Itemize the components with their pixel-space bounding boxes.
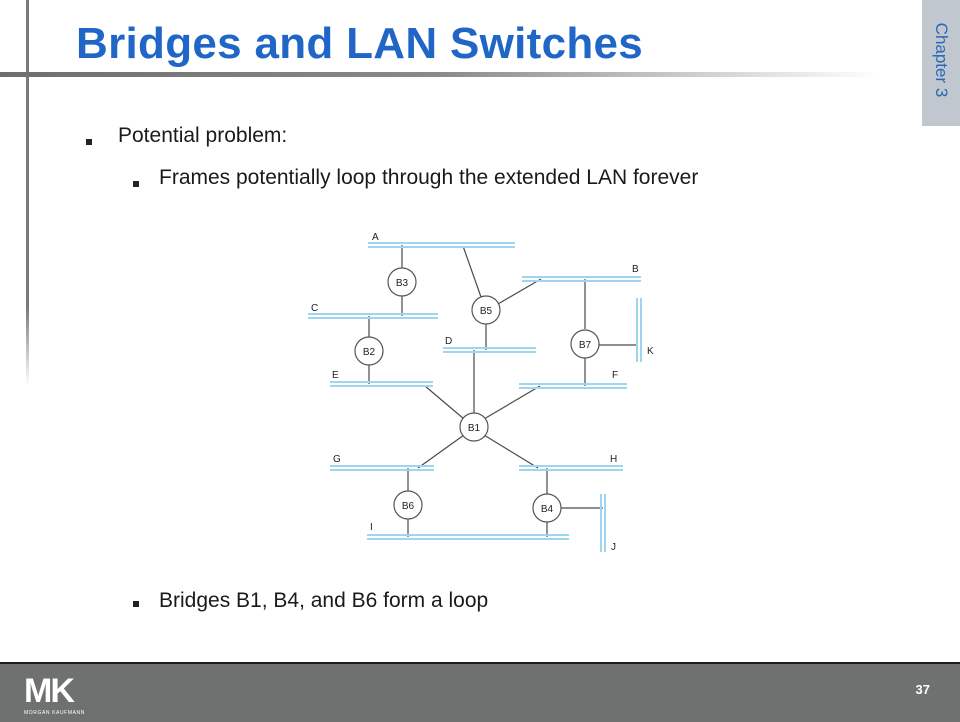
link-b1-e	[424, 385, 465, 420]
bullet-marker	[86, 139, 92, 145]
lan-e	[330, 381, 433, 387]
bullet-item-2: Frames potentially loop through the exte…	[159, 166, 699, 189]
bridge-b1-label: B1	[468, 423, 481, 434]
lan-d	[443, 347, 536, 353]
bullet-marker	[133, 181, 139, 187]
chapter-tab: Chapter 3	[922, 0, 960, 126]
bridge-b3-label: B3	[396, 278, 409, 289]
bridge-b2: B2	[354, 336, 384, 366]
bridge-b7: B7	[570, 329, 600, 359]
link-b1-f	[483, 385, 541, 420]
lan-label-f: F	[612, 370, 618, 381]
lan-i	[367, 534, 569, 540]
bridge-topology-diagram: B3 B5 B7 B2 B1	[300, 222, 660, 562]
bridge-b1: B1	[459, 412, 489, 442]
lan-h	[519, 465, 623, 471]
lan-label-d: D	[445, 336, 452, 347]
logo-mark: MK	[24, 672, 75, 710]
link-b5-a	[462, 245, 482, 298]
link-b1-g	[417, 434, 465, 469]
bridge-b6-label: B6	[402, 501, 415, 512]
bridge-b2-label: B2	[363, 347, 376, 358]
page-number: 37	[915, 682, 930, 697]
lan-label-g: G	[333, 454, 341, 465]
left-accent-bar	[26, 0, 29, 385]
slide-title: Bridges and LAN Switches	[76, 19, 644, 68]
lan-label-a: A	[372, 232, 379, 243]
bridge-b6: B6	[393, 490, 423, 520]
lan-a	[368, 242, 515, 248]
lan-k	[636, 298, 642, 362]
topology-svg: B3 B5 B7 B2 B1	[308, 232, 654, 553]
lan-label-h: H	[610, 454, 617, 465]
lan-j	[600, 494, 606, 552]
bridge-b3: B3	[387, 267, 417, 297]
lan-label-i: I	[370, 522, 373, 533]
lan-f	[519, 383, 627, 389]
bullet-item-3: Bridges B1, B4, and B6 form a loop	[159, 589, 489, 612]
logo-subtitle: MORGAN KAUFMANN	[24, 710, 85, 716]
link-b1-h	[483, 434, 539, 469]
publisher-logo: MK MORGAN KAUFMANN	[24, 674, 85, 716]
lan-label-k: K	[647, 346, 654, 357]
title-underline-bar	[0, 72, 880, 77]
bridge-b5: B5	[471, 295, 501, 325]
lan-b	[522, 276, 641, 282]
lan-label-b: B	[632, 264, 639, 275]
chapter-label: Chapter 3	[932, 22, 951, 98]
lan-label-j: J	[611, 542, 616, 553]
link-b5-b	[497, 278, 542, 305]
lan-label-e: E	[332, 370, 339, 381]
lan-c	[308, 313, 438, 319]
lan-label-c: C	[311, 303, 318, 314]
bridge-b5-label: B5	[480, 306, 493, 317]
bullet-item-1: Potential problem:	[118, 124, 288, 147]
bullet-marker	[133, 601, 139, 607]
lan-g	[330, 465, 434, 471]
footer-bar: MK MORGAN KAUFMANN 37	[0, 662, 960, 722]
bridge-b7-label: B7	[579, 340, 592, 351]
bridge-b4-label: B4	[541, 504, 554, 515]
bridge-b4: B4	[532, 493, 562, 523]
